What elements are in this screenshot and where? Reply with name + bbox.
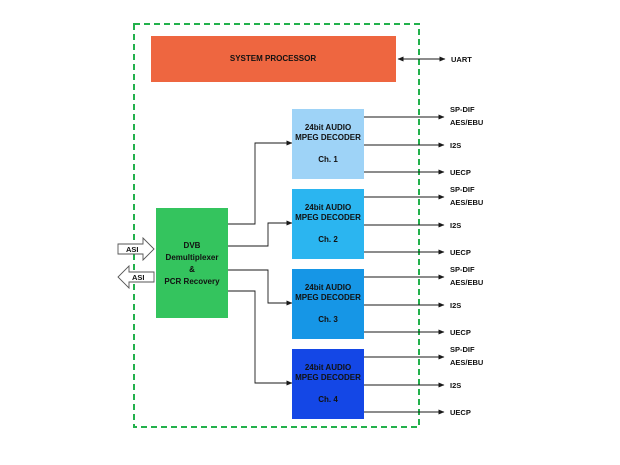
asi-output-arrow: ASI [117, 264, 155, 290]
decoder-ch3-line2: MPEG DECODER [295, 293, 361, 302]
system-processor-label: SYSTEM PROCESSOR [230, 54, 316, 63]
ch4-aes-label: AES/EBU [450, 358, 483, 367]
decoder-ch1-channel: Ch. 1 [318, 155, 338, 164]
ch2-aes-label: AES/EBU [450, 198, 483, 207]
decoder-ch3-line1: 24bit AUDIO [305, 283, 351, 292]
ch3-i2s-label: I2S [450, 301, 461, 310]
uart-label: UART [451, 55, 472, 64]
system-processor-box [151, 36, 396, 82]
system-processor-block: SYSTEM PROCESSOR [151, 36, 396, 82]
ch4-uecp-label: UECP [450, 408, 471, 417]
ch1-uecp-label: UECP [450, 168, 471, 177]
decoder-ch2-channel: Ch. 2 [318, 235, 338, 244]
ch1-aes-label: AES/EBU [450, 118, 483, 127]
demux-to-ch4-link [228, 290, 293, 386]
demux-box [156, 208, 228, 318]
asi-input-arrow: ASI [117, 236, 155, 262]
ch2-uecp-label: UECP [450, 248, 471, 257]
ch4-spdif-label: SP-DIF [450, 345, 475, 354]
ch2-i2s-label: I2S [450, 221, 461, 230]
decoder-ch3-channel: Ch. 3 [318, 315, 338, 324]
system-boundary [133, 23, 420, 428]
decoder-ch1-line2: MPEG DECODER [295, 133, 361, 142]
demux-line-4: PCR Recovery [164, 277, 220, 286]
decoder-ch2-box [292, 189, 364, 259]
asi-output-label: ASI [132, 273, 145, 282]
ch2-spdif-label: SP-DIF [450, 185, 475, 194]
decoder-ch1-box [292, 109, 364, 179]
decoder-ch1-line1: 24bit AUDIO [305, 123, 351, 132]
ch3-aes-label: AES/EBU [450, 278, 483, 287]
demux-to-ch1-link [228, 140, 293, 225]
demux-to-ch3-link [228, 269, 293, 306]
demux-line-2: Demultiplexer [166, 253, 219, 262]
ch3-uecp-label: UECP [450, 328, 471, 337]
demux-to-ch2-link [228, 220, 293, 247]
ch1-i2s-label: I2S [450, 141, 461, 150]
demux-line-1: DVB [184, 241, 201, 250]
decoder-ch4-channel: Ch. 4 [318, 395, 338, 404]
demux-line-3: & [189, 265, 195, 274]
ch1-spdif-label: SP-DIF [450, 105, 475, 114]
decoder-ch2-line1: 24bit AUDIO [305, 203, 351, 212]
decoder-ch4-line1: 24bit AUDIO [305, 363, 351, 372]
decoder-ch4-line2: MPEG DECODER [295, 373, 361, 382]
asi-input-label: ASI [126, 245, 139, 254]
demux-block: DVB Demultiplexer & PCR Recovery [156, 208, 228, 318]
ch4-i2s-label: I2S [450, 381, 461, 390]
decoder-ch3-box [292, 269, 364, 339]
decoder-ch2-line2: MPEG DECODER [295, 213, 361, 222]
ch3-spdif-label: SP-DIF [450, 265, 475, 274]
decoder-ch4-box [292, 349, 364, 419]
